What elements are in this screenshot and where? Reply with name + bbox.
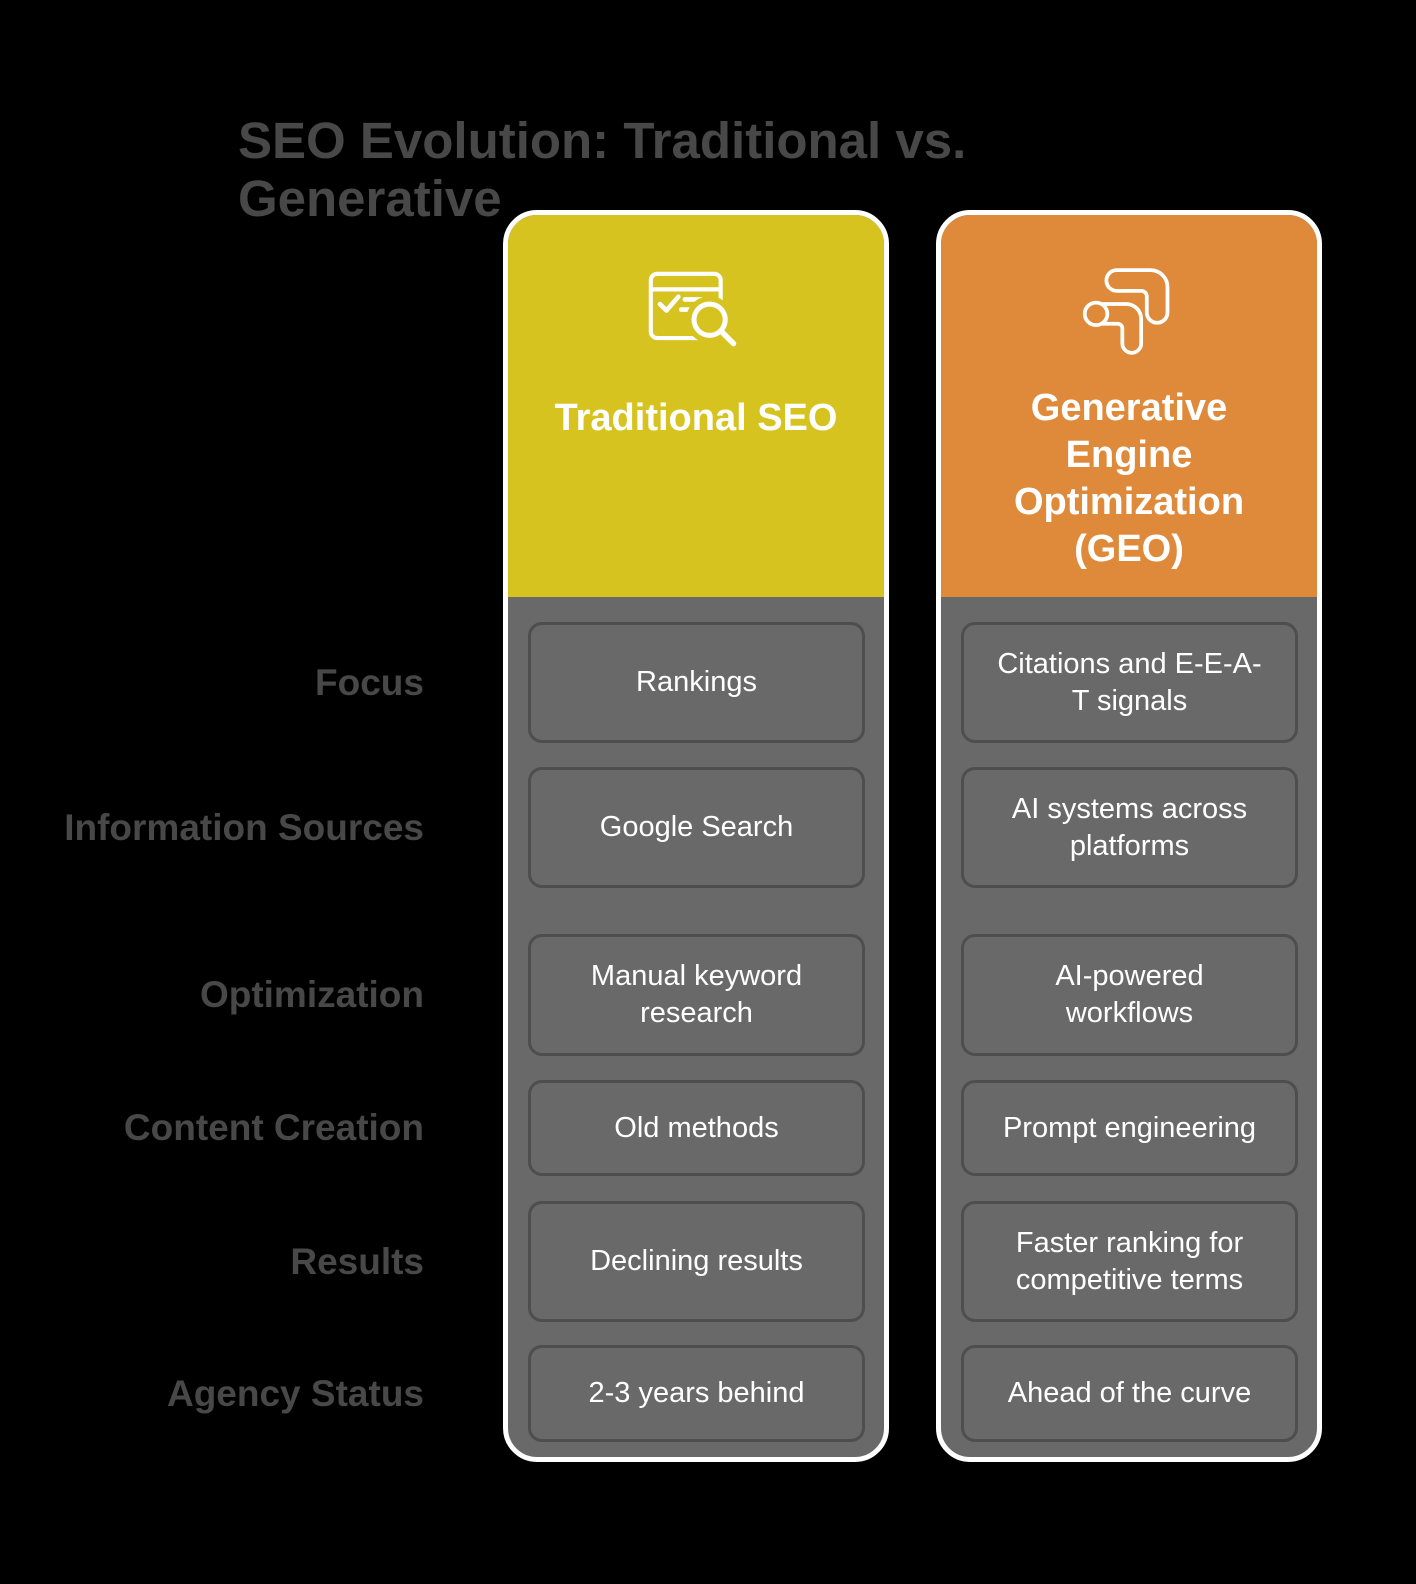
traditional-seo-header: Traditional SEO — [508, 215, 884, 597]
traditional-agency-status-chip: 2-3 years behind — [528, 1345, 865, 1442]
traditional-content-creation-chip: Old methods — [528, 1080, 865, 1176]
geo-focus-chip: Citations and E-E-A-T signals — [961, 622, 1298, 743]
row-label-optimization: Optimization — [199, 974, 424, 1015]
traditional-seo-column: Traditional SEO Rankings Google Search M… — [503, 210, 889, 1462]
browser-search-icon — [648, 271, 740, 350]
geo-content-creation-chip: Prompt engineering — [961, 1080, 1298, 1176]
geo-column: Generative Engine Optimization (GEO) Cit… — [936, 210, 1322, 1462]
geo-header: Generative Engine Optimization (GEO) — [941, 215, 1317, 597]
page-title: SEO Evolution: Traditional vs. Generativ… — [238, 112, 967, 227]
row-label-information-sources: Information Sources — [64, 806, 424, 848]
geo-optimization-chip: AI-powered workflows — [961, 934, 1298, 1056]
row-label-results: Results — [290, 1240, 424, 1282]
geo-results-chip: Faster ranking for competitive terms — [961, 1201, 1298, 1322]
row-label-focus: Focus — [315, 661, 424, 703]
traditional-focus-chip: Rankings — [528, 622, 865, 743]
traditional-optimization-chip: Manual keyword research — [528, 934, 865, 1056]
traditional-results-chip: Declining results — [528, 1201, 865, 1322]
row-label-content-creation: Content Creation — [123, 1107, 424, 1148]
geo-agency-status-chip: Ahead of the curve — [961, 1345, 1298, 1442]
geo-information-sources-chip: AI systems across platforms — [961, 767, 1298, 888]
traditional-seo-header-label: Traditional SEO — [554, 397, 838, 439]
row-label-agency-status: Agency Status — [166, 1372, 424, 1414]
traditional-information-sources-chip: Google Search — [528, 767, 865, 888]
rounded-arrows-icon — [1081, 263, 1175, 360]
geo-header-label: Generative Engine Optimization (GEO) — [1013, 387, 1245, 570]
